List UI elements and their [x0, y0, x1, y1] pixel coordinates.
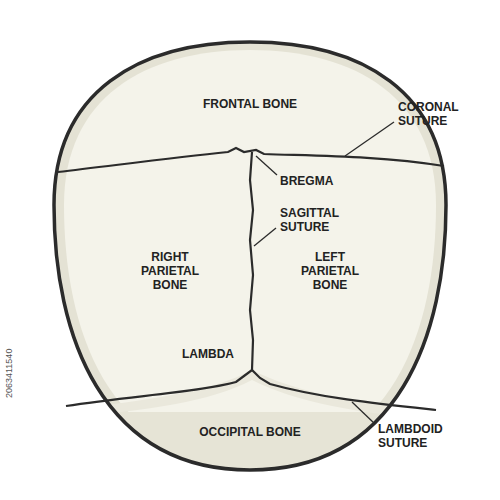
bregma-leader — [256, 156, 277, 175]
lambdoid-leader — [352, 402, 375, 424]
watermark: 2063411540 — [4, 349, 15, 398]
bone-name: RIGHT PARIETAL BONE — [130, 250, 210, 292]
landmark-name: BREGMA — [280, 174, 360, 188]
sagittal-leader — [254, 228, 276, 246]
suture-name: CORONAL SUTURE — [398, 100, 488, 128]
bone-name: OCCIPITAL BONE — [180, 425, 320, 439]
lambdoid-suture-line — [66, 370, 436, 410]
suture-name: LAMBDOID SUTURE — [378, 422, 468, 450]
bone-name: FRONTAL BONE — [185, 97, 315, 111]
sagittal-suture-line — [250, 152, 253, 370]
skull-surface — [64, 50, 436, 460]
bone-name: LEFT PARIETAL BONE — [290, 250, 370, 292]
skull-shadow — [54, 42, 446, 470]
suture-name: SAGITTAL SUTURE — [280, 206, 355, 234]
landmark-name: LAMBDA — [168, 347, 248, 361]
skull-outline — [54, 42, 446, 470]
coronal-leader — [345, 122, 394, 156]
